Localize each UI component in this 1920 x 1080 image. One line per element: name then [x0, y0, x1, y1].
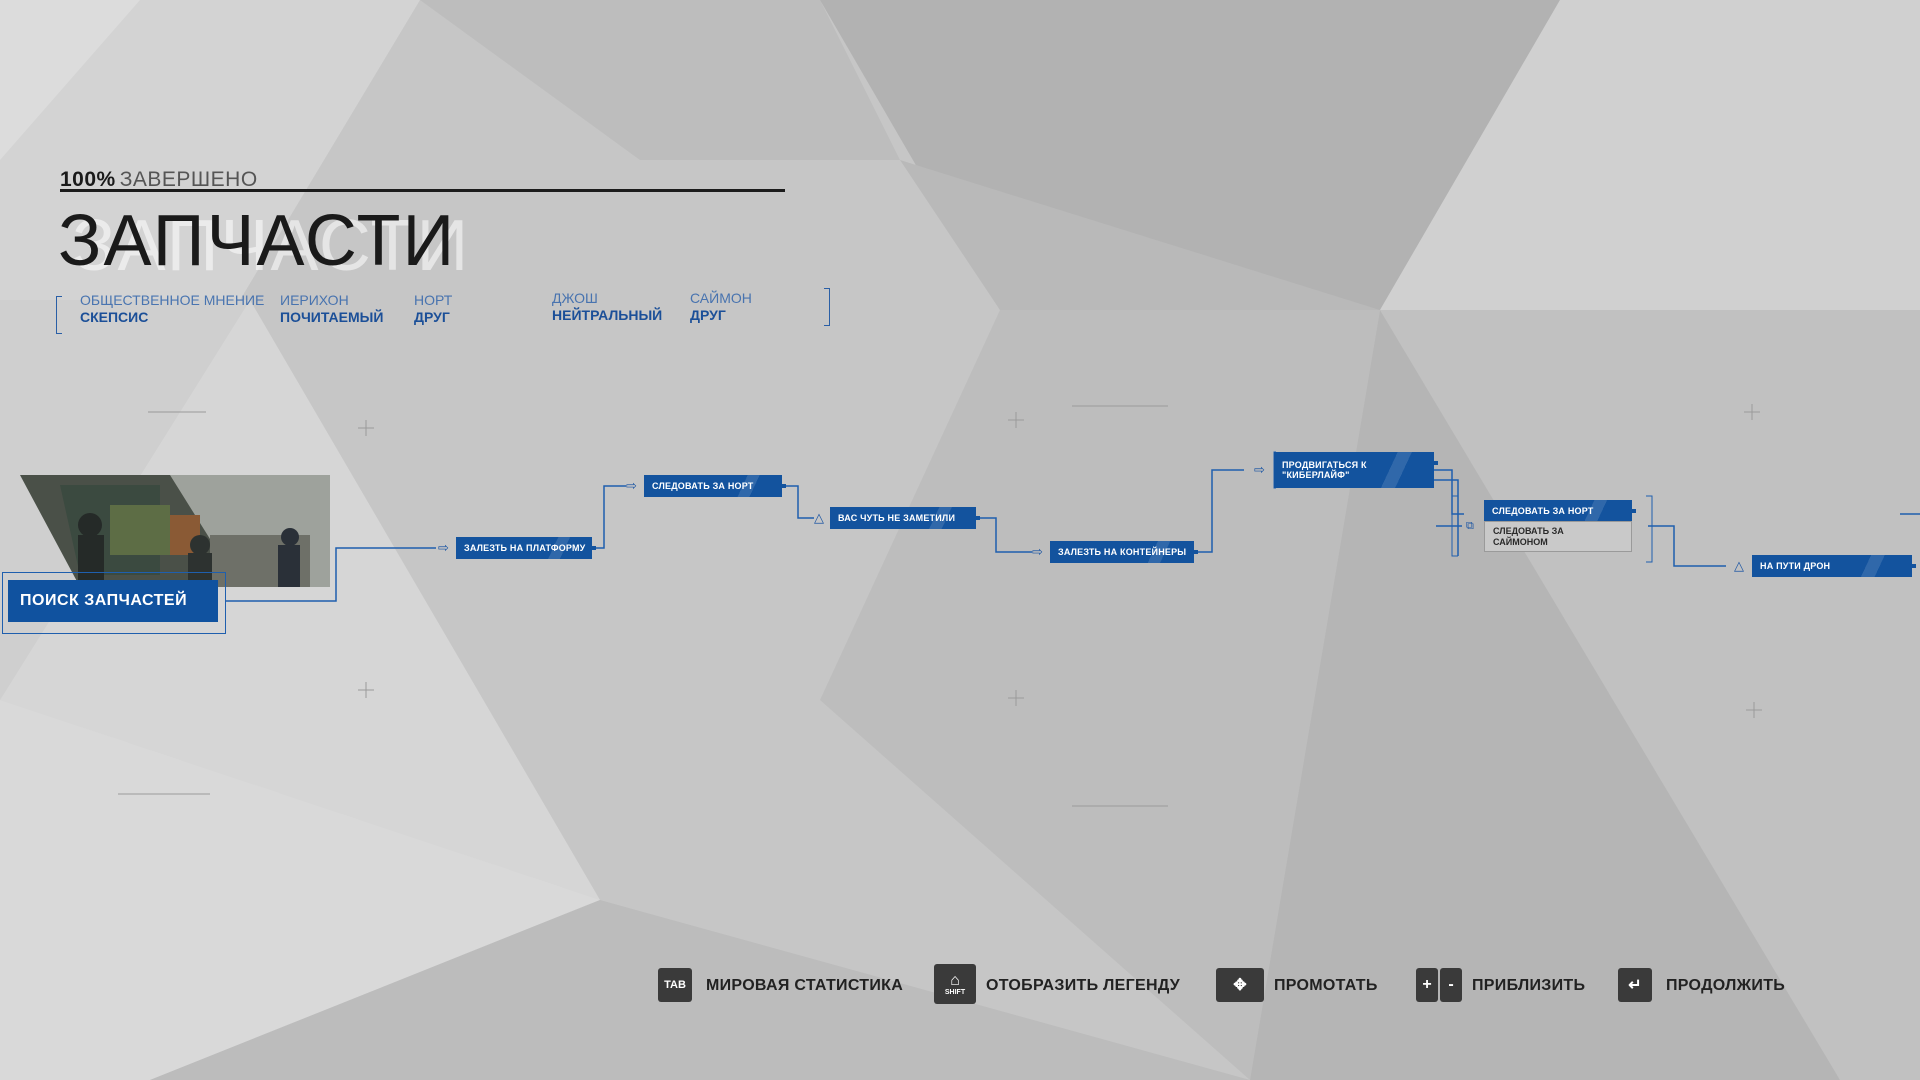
world-stats-label[interactable]: МИРОВАЯ СТАТИСТИКА	[706, 977, 904, 994]
zoom-out-key[interactable]: -	[1440, 968, 1462, 1002]
choice-follow-north[interactable]: СЛЕДОВАТЬ ЗА НОРТ	[1484, 500, 1636, 521]
node-line: СЛЕДОВАТЬ ЗА	[1493, 526, 1564, 536]
pan-arrows-icon: ✥	[1233, 977, 1247, 994]
triangle-icon: △	[814, 510, 824, 525]
zoom-in-key[interactable]: +	[1416, 968, 1438, 1002]
arrow-icon: ⇨	[1032, 544, 1043, 559]
relationship-north: НОРТ ДРУГ	[414, 292, 452, 326]
arrow-icon: ⇨	[1254, 462, 1265, 477]
relationship-value: ПОЧИТАЕМЫЙ	[280, 309, 384, 325]
choice-icon: ⧉	[1466, 520, 1474, 532]
choice-follow-simon[interactable]: СЛЕДОВАТЬ ЗА САЙМОНОМ	[1484, 521, 1632, 552]
pan-key[interactable]: ✥	[1216, 968, 1264, 1002]
pan-label[interactable]: ПРОМОТАТЬ	[1274, 977, 1378, 994]
header-divider	[60, 189, 785, 192]
enter-key[interactable]: ↵	[1618, 968, 1652, 1002]
tab-key[interactable]: TAB	[658, 968, 692, 1002]
node-line: ПРОДВИГАТЬСЯ К	[1282, 460, 1367, 470]
start-node[interactable]: ПОИСК ЗАПЧАСТЕЙ	[8, 580, 218, 622]
relationship-name: НОРТ	[414, 292, 453, 308]
continue-label[interactable]: ПРОДОЛЖИТЬ	[1666, 977, 1786, 994]
start-node-frame	[2, 572, 226, 634]
relationship-value: ДРУГ	[414, 309, 450, 325]
shift-key[interactable]: ⌂ SHIFT	[934, 964, 976, 1004]
node-drone[interactable]: НА ПУТИ ДРОН	[1752, 555, 1916, 577]
relationship-value: ДРУГ	[690, 307, 726, 323]
node-climb-containers[interactable]: ЗАЛЕЗТЬ НА КОНТЕЙНЕРЫ	[1050, 541, 1198, 563]
chapter-title: ЗАПЧАСТИ	[58, 201, 457, 281]
completion-percent: 100%	[60, 168, 116, 191]
node-climb-platform[interactable]: ЗАЛЕЗТЬ НА ПЛАТФОРМУ	[456, 537, 596, 559]
chapter-title-shadow: ЗАПЧАСТИ	[72, 206, 471, 286]
node-almost-seen[interactable]: ВАС ЧУТЬ НЕ ЗАМЕТИЛИ	[830, 507, 980, 529]
relationship-name: ОБЩЕСТВЕННОЕ МНЕНИЕ	[80, 292, 265, 308]
relationship-name: САЙМОН	[690, 290, 752, 306]
relationship-name: ИЕРИХОН	[280, 292, 349, 308]
home-icon: ⌂	[950, 971, 960, 989]
node-advance-cyberlife[interactable]: ПРОДВИГАТЬСЯ К "КИБЕРЛАЙФ"	[1274, 452, 1438, 488]
completion-indicator: 100%ЗАВЕРШЕНО	[60, 168, 258, 192]
arrow-icon: ⇨	[626, 478, 637, 493]
relationship-name: ДЖОШ	[552, 290, 598, 306]
relationship-simon: САЙМОН ДРУГ	[690, 290, 752, 324]
relationship-public-opinion: ОБЩЕСТВЕННОЕ МНЕНИЕ СКЕПСИС	[80, 292, 264, 326]
relationship-value: НЕЙТРАЛЬНЫЙ	[552, 307, 663, 323]
node-line: САЙМОНОМ	[1493, 537, 1548, 547]
show-legend-label[interactable]: ОТОБРАЗИТЬ ЛЕГЕНДУ	[986, 977, 1180, 994]
enter-icon: ↵	[1628, 977, 1642, 994]
shift-key-label: SHIFT	[944, 988, 966, 996]
relationship-value: СКЕПСИС	[80, 309, 149, 325]
relationship-bracket-right	[824, 288, 830, 326]
node-follow-north[interactable]: СЛЕДОВАТЬ ЗА НОРТ	[644, 475, 786, 497]
zoom-label[interactable]: ПРИБЛИЗИТЬ	[1472, 977, 1586, 994]
completion-label: ЗАВЕРШЕНО	[119, 168, 258, 191]
scene-thumbnail	[20, 475, 330, 587]
arrow-icon: ⇨	[438, 540, 449, 555]
node-line: "КИБЕРЛАЙФ"	[1282, 470, 1350, 480]
relationship-bracket-left	[56, 296, 62, 334]
relationship-josh: ДЖОШ НЕЙТРАЛЬНЫЙ	[552, 290, 662, 324]
triangle-icon: △	[1734, 558, 1744, 573]
relationship-jericho: ИЕРИХОН ПОЧИТАЕМЫЙ	[280, 292, 383, 326]
